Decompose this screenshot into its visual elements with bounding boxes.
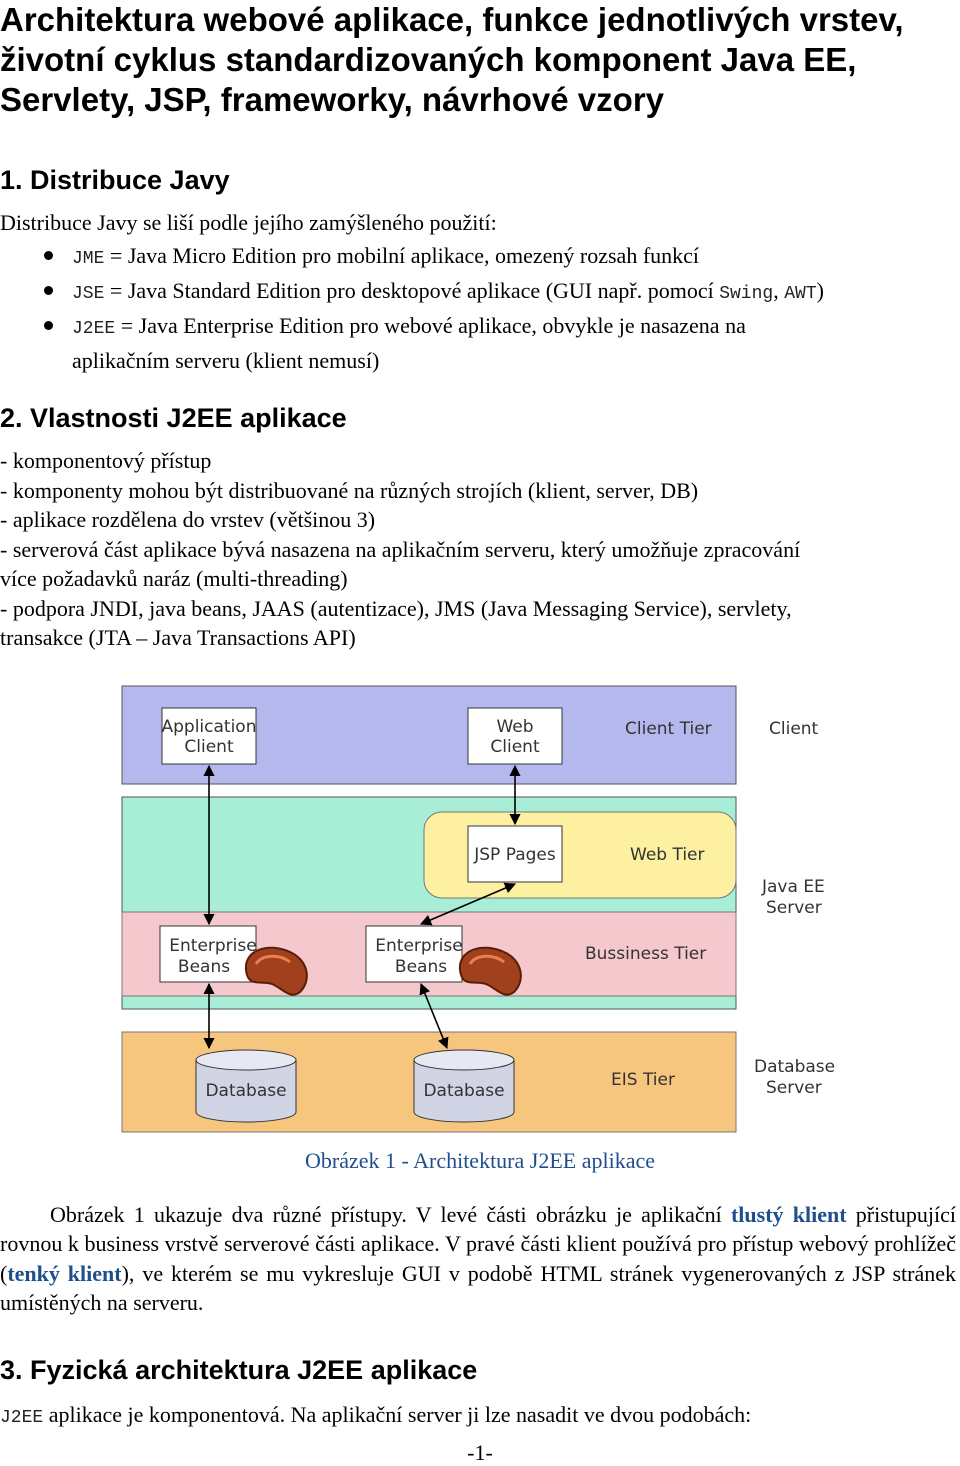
text-line: - komponentový přístup <box>0 448 212 473</box>
section3-heading: 3. Fyzická architektura J2EE aplikace <box>0 1355 478 1385</box>
bullet-icon <box>44 251 53 260</box>
application-client-box <box>161 707 257 765</box>
java-ee-server-label-2: Server <box>766 898 822 918</box>
database-label: Database <box>423 1081 504 1101</box>
bullet-icon <box>44 321 53 330</box>
enterprise-beans-box-left <box>159 925 257 983</box>
list-item: JSE = Java Standard Edition pro desktopo… <box>0 275 960 310</box>
section1-intro: Distribuce Javy se liší podle jejího zam… <box>0 210 497 235</box>
web-client-label: Web <box>496 717 533 737</box>
section2-heading: 2. Vlastnosti J2EE aplikace <box>0 403 347 433</box>
thin-client-term: tenký klient <box>7 1260 122 1286</box>
arrow-beans-to-db-right <box>419 982 449 1050</box>
section2-lines: - komponentový přístup - komponenty moho… <box>0 446 960 653</box>
application-client-label: Application <box>162 717 257 737</box>
thick-client-term: tlustý klient <box>730 1202 847 1227</box>
arrow-jsp-to-beans <box>419 882 517 926</box>
bullet-icon <box>44 286 53 295</box>
web-client-label-2: Client <box>490 737 540 757</box>
list-item: J2EE = Java Enterprise Edition pro webov… <box>0 310 960 376</box>
application-client-label-2: Client <box>184 737 234 757</box>
database-label: Database <box>205 1081 286 1101</box>
text-line: transakce (JTA – Java Transactions API) <box>0 625 356 650</box>
list-item: JME = Java Micro Edition pro mobilní apl… <box>0 240 960 275</box>
java-ee-server-label: Java EE <box>761 877 825 897</box>
enterprise-beans-box-right <box>365 925 463 983</box>
document-title: Architektura webové aplikace, funkce jed… <box>0 1 904 118</box>
database-icon <box>413 1049 515 1123</box>
java-distribution-list: JME = Java Micro Edition pro mobilní apl… <box>0 240 960 376</box>
figure-description-paragraph: Obrázek 1 ukazuje dva různé přístupy. V … <box>0 1202 956 1315</box>
text-line: - serverová část aplikace bývá nasazena … <box>0 536 801 562</box>
database-server-label-2: Server <box>766 1078 822 1098</box>
enterprise-beans-label: Enterprise <box>169 936 256 956</box>
enterprise-beans-label-2: Beans <box>395 957 447 977</box>
business-tier-label: Bussiness Tier <box>585 944 706 964</box>
web-tier-label: Web Tier <box>630 845 705 865</box>
client-tier-label: Client Tier <box>625 719 712 739</box>
enterprise-beans-label-2: Beans <box>178 957 230 977</box>
bean-highlight <box>468 954 505 965</box>
section3-intro: J2EE aplikace je komponentová. Na aplika… <box>0 1402 752 1428</box>
database-server-label: Database <box>754 1057 835 1077</box>
eis-tier-label: EIS Tier <box>611 1070 675 1090</box>
database-icon <box>195 1049 297 1123</box>
text-line: - komponenty mohou být distribuované na … <box>0 477 699 503</box>
text-line: více požadavků naráz (multi-threading) <box>0 566 348 591</box>
text-line: - podpora JNDI, java beans, JAAS (autent… <box>0 595 792 621</box>
enterprise-beans-label: Enterprise <box>375 936 462 956</box>
jsp-pages-label: JSP Pages <box>473 845 556 865</box>
text-line: - aplikace rozdělena do vrstev (většinou… <box>0 507 376 532</box>
page-number: -1- <box>467 1440 493 1465</box>
bean-highlight <box>254 954 291 965</box>
web-client-box <box>467 707 563 765</box>
client-label: Client <box>769 719 819 739</box>
figure-caption: Obrázek 1 - Architektura J2EE aplikace <box>304 1148 655 1173</box>
section1-heading: 1. Distribuce Javy <box>0 165 230 195</box>
jsp-pages-box <box>467 825 563 883</box>
